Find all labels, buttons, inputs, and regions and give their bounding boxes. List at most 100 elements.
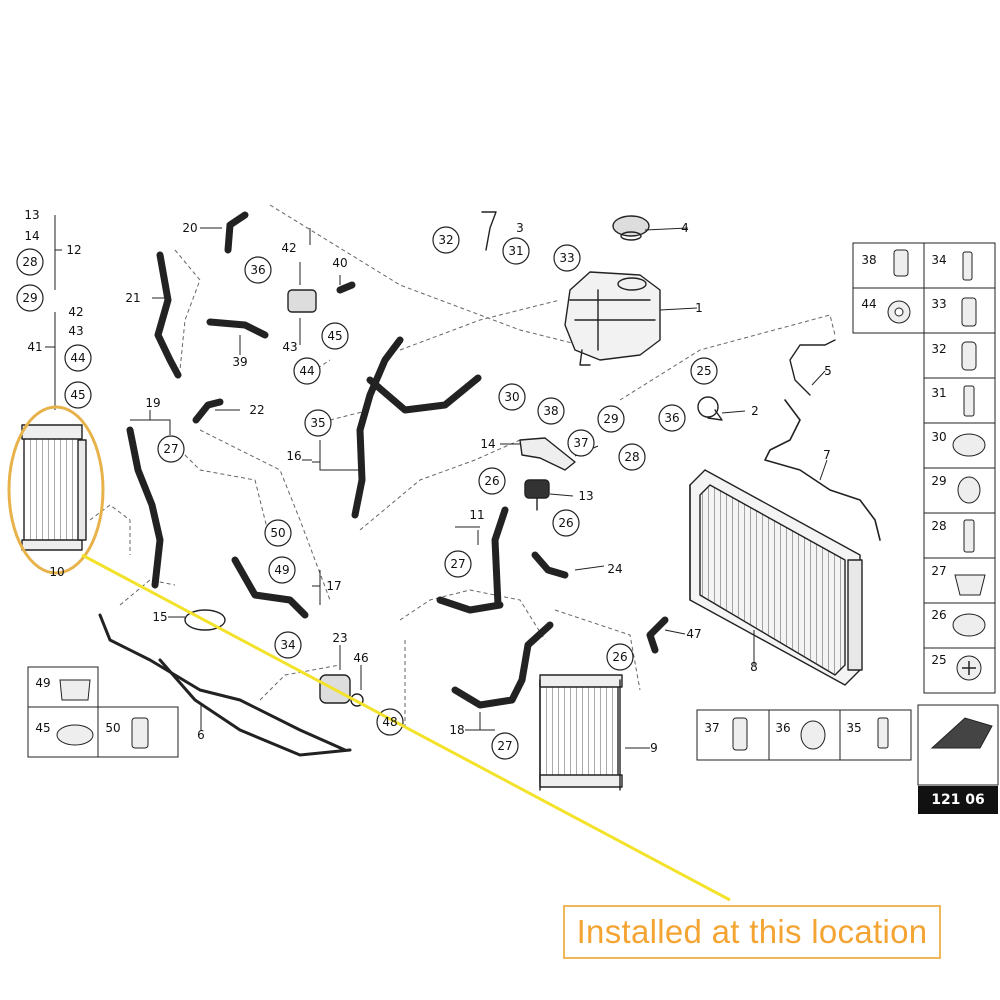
callout-44c: 44 xyxy=(861,297,876,311)
callout-circles xyxy=(16,226,718,760)
callout-49b: 49 xyxy=(35,676,50,690)
highlight-ellipse xyxy=(7,405,105,575)
callout-15: 15 xyxy=(152,610,167,624)
callout-30b: 30 xyxy=(931,430,946,444)
hose-19 xyxy=(126,426,164,589)
callout-labels: 1 2 3 4 5 6 7 8 9 10 11 12 13 14 15 16 1… xyxy=(22,208,946,755)
callout-36a: 36 xyxy=(250,263,265,277)
callout-43b: 43 xyxy=(282,340,297,354)
callout-48: 48 xyxy=(382,715,397,729)
thermostat xyxy=(524,479,550,511)
hose-27 xyxy=(436,596,504,614)
callout-25a: 25 xyxy=(696,364,711,378)
hose-20 xyxy=(224,211,249,254)
fitting-46 xyxy=(350,693,364,707)
legend-fastener-icons xyxy=(56,249,993,751)
callout-25b: 25 xyxy=(931,653,946,667)
callout-6: 6 xyxy=(197,728,205,742)
callout-35a: 35 xyxy=(310,416,325,430)
radiator-large xyxy=(689,469,863,686)
callout-45a: 45 xyxy=(70,388,85,402)
callout-29b: 29 xyxy=(603,412,618,426)
callout-14: 14 xyxy=(480,437,495,451)
callout-21: 21 xyxy=(125,291,140,305)
dashed-leaders xyxy=(89,204,836,730)
callout-10: 10 xyxy=(49,565,64,579)
tank-cap xyxy=(612,215,650,241)
hose-18 xyxy=(451,621,554,709)
callout-38a: 38 xyxy=(543,404,558,418)
bracket-14 xyxy=(519,437,576,471)
callout-29a: 29 xyxy=(22,291,37,305)
bracket xyxy=(481,211,497,251)
callout-33b: 33 xyxy=(931,297,946,311)
callout-35b: 35 xyxy=(846,721,861,735)
callout-37a: 37 xyxy=(573,436,588,450)
pipe-6 xyxy=(98,613,347,752)
valve xyxy=(287,289,317,313)
callout-28b: 28 xyxy=(624,450,639,464)
sensor-cable xyxy=(789,339,836,396)
callout-36b: 36 xyxy=(664,411,679,425)
callout-31a: 31 xyxy=(508,244,523,258)
wiring-harness xyxy=(764,399,881,541)
radiator-small xyxy=(539,674,623,791)
callout-1: 1 xyxy=(695,301,703,315)
callout-13-left: 13 xyxy=(24,208,39,222)
callout-31b: 31 xyxy=(931,386,946,400)
callout-36c: 36 xyxy=(775,721,790,735)
callout-45b: 45 xyxy=(327,329,342,343)
hose-16 xyxy=(351,336,404,519)
callout-28a: 28 xyxy=(22,255,37,269)
callout-17: 17 xyxy=(326,579,341,593)
callout-29c: 29 xyxy=(931,474,946,488)
part-drawings xyxy=(21,211,881,791)
callout-45c: 45 xyxy=(35,721,50,735)
fitting-25-2 xyxy=(697,396,719,418)
hose-22 xyxy=(192,398,224,424)
callout-27a: 27 xyxy=(163,442,178,456)
callout-27c: 27 xyxy=(497,739,512,753)
annotation-text: Installed at this location xyxy=(576,913,928,950)
callout-4: 4 xyxy=(681,221,689,235)
hose-39 xyxy=(206,318,269,339)
callout-37b: 37 xyxy=(704,721,719,735)
callout-16: 16 xyxy=(286,449,301,463)
callout-47: 47 xyxy=(686,627,701,641)
callout-39: 39 xyxy=(232,355,247,369)
hose-24 xyxy=(531,551,569,579)
callout-3: 3 xyxy=(516,221,524,235)
callout-27d: 27 xyxy=(931,564,946,578)
hose-47 xyxy=(646,616,669,654)
callout-40: 40 xyxy=(332,256,347,270)
hose-17 xyxy=(231,556,309,619)
callout-19: 19 xyxy=(145,396,160,410)
callout-49a: 49 xyxy=(274,563,289,577)
callout-44b: 44 xyxy=(299,364,314,378)
callout-41: 41 xyxy=(27,340,42,354)
callout-42b: 42 xyxy=(281,241,296,255)
callout-44a: 44 xyxy=(70,351,85,365)
callout-50b: 50 xyxy=(105,721,120,735)
callout-32a: 32 xyxy=(438,233,453,247)
callout-23: 23 xyxy=(332,631,347,645)
callout-33a: 33 xyxy=(559,251,574,265)
callout-11: 11 xyxy=(469,508,484,522)
callout-2: 2 xyxy=(751,404,759,418)
callout-27b: 27 xyxy=(450,557,465,571)
clamp-15 xyxy=(184,609,226,631)
hose-21 xyxy=(154,251,182,379)
callout-30a: 30 xyxy=(504,390,519,404)
callout-28c: 28 xyxy=(931,519,946,533)
expansion-tank xyxy=(564,271,661,366)
callout-38b: 38 xyxy=(861,253,876,267)
callout-32b: 32 xyxy=(931,342,946,356)
callout-43a: 43 xyxy=(68,324,83,338)
callout-12: 12 xyxy=(66,243,81,257)
callout-7: 7 xyxy=(823,448,831,462)
callout-46: 46 xyxy=(353,651,368,665)
callout-42a: 42 xyxy=(68,305,83,319)
callout-18: 18 xyxy=(449,723,464,737)
callout-8: 8 xyxy=(750,660,758,674)
